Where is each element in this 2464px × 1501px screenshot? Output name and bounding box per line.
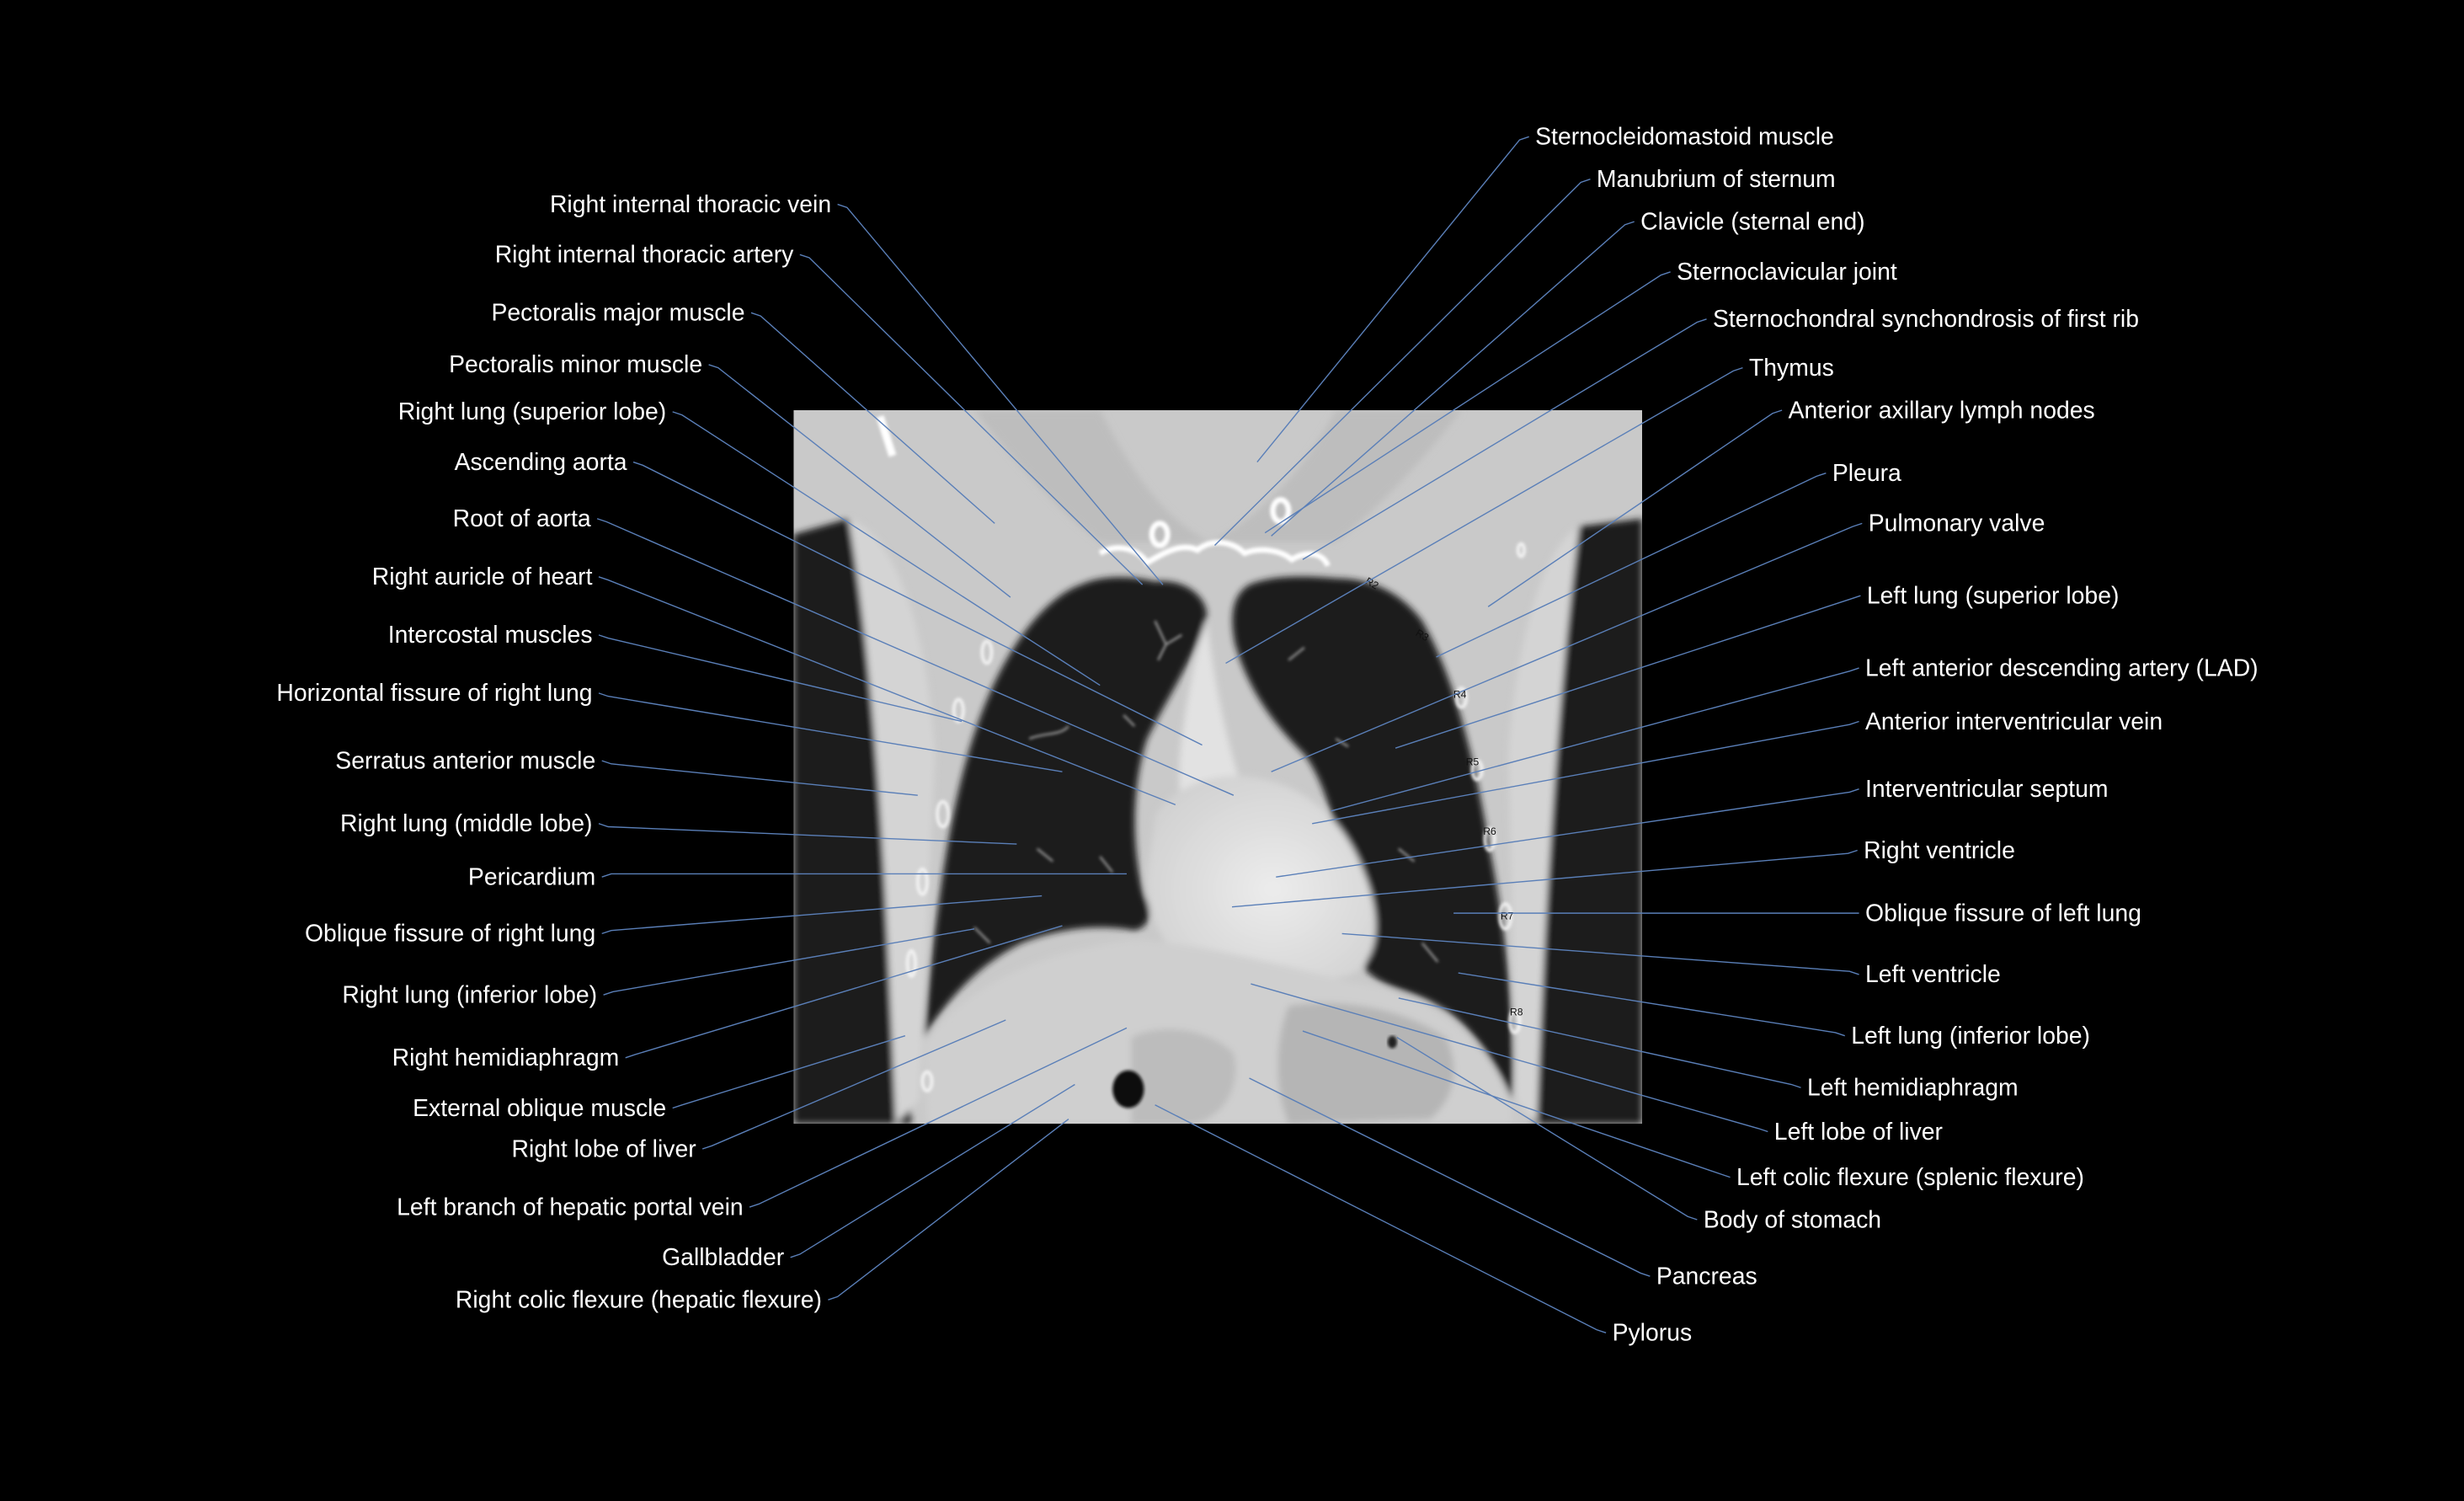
leader-line-sternochondral-synchondrosis-of-first-rib bbox=[1302, 318, 1707, 560]
label-anterior-interventricular-vein: Anterior interventricular vein bbox=[1865, 708, 2163, 735]
leader-line-left-branch-of-hepatic-portal-vein bbox=[749, 1027, 1128, 1208]
leader-line-right-ventricle bbox=[1231, 849, 1858, 908]
rib-marker-r7: R7 bbox=[1501, 911, 1514, 922]
label-gallbladder: Gallbladder bbox=[662, 1244, 784, 1271]
leader-line-left-ventricle bbox=[1341, 932, 1859, 975]
leader-line-right-hemidiaphragm bbox=[625, 925, 1063, 1059]
label-left-lung-inferior-lobe: Left lung (inferior lobe) bbox=[1851, 1023, 2090, 1050]
rib-marker-r8: R8 bbox=[1510, 1006, 1523, 1018]
label-anterior-axillary-lymph-nodes: Anterior axillary lymph nodes bbox=[1789, 397, 2095, 424]
leader-line-body-of-stomach bbox=[1396, 1036, 1698, 1221]
leader-line-pectoralis-minor-muscle bbox=[708, 364, 1011, 598]
leader-line-sternoclavicular-joint bbox=[1264, 271, 1671, 534]
label-right-lung-superior-lobe: Right lung (superior lobe) bbox=[398, 398, 666, 425]
leader-line-right-auricle-of-heart bbox=[598, 576, 1176, 806]
label-pericardium: Pericardium bbox=[468, 864, 595, 891]
label-left-lobe-of-liver: Left lobe of liver bbox=[1774, 1119, 1943, 1146]
label-pulmonary-valve: Pulmonary valve bbox=[1869, 510, 2045, 537]
label-clavicle-sternal-end: Clavicle (sternal end) bbox=[1640, 208, 1864, 235]
label-oblique-fissure-of-left-lung: Oblique fissure of left lung bbox=[1865, 900, 2141, 927]
leader-line-pancreas bbox=[1249, 1077, 1651, 1277]
leader-line-right-colic-flexure-hepatic-flexure bbox=[828, 1119, 1069, 1301]
leader-line-left-lung-superior-lobe bbox=[1395, 595, 1861, 749]
label-intercostal-muscles: Intercostal muscles bbox=[388, 622, 593, 649]
label-oblique-fissure-of-right-lung: Oblique fissure of right lung bbox=[305, 921, 595, 948]
leader-line-intercostal-muscles bbox=[598, 634, 963, 723]
label-right-lung-inferior-lobe: Right lung (inferior lobe) bbox=[342, 981, 597, 1008]
rib-marker-r6: R6 bbox=[1483, 825, 1496, 837]
label-pectoralis-minor-muscle: Pectoralis minor muscle bbox=[449, 351, 702, 378]
label-left-ventricle: Left ventricle bbox=[1865, 961, 2001, 988]
rib-marker-r3: R3 bbox=[1414, 627, 1432, 644]
label-manubrium-of-sternum: Manubrium of sternum bbox=[1597, 166, 1836, 193]
rib-marker-r5: R5 bbox=[1466, 756, 1480, 768]
leader-line-thymus bbox=[1225, 366, 1743, 665]
label-root-of-aorta: Root of aorta bbox=[453, 505, 591, 532]
label-horizontal-fissure-of-right-lung: Horizontal fissure of right lung bbox=[276, 680, 592, 707]
label-pancreas: Pancreas bbox=[1656, 1263, 1757, 1290]
label-left-hemidiaphragm: Left hemidiaphragm bbox=[1807, 1075, 2019, 1102]
leader-lines bbox=[596, 136, 1863, 1334]
leader-line-left-lobe-of-liver bbox=[1251, 983, 1768, 1133]
leader-line-serratus-anterior-muscle bbox=[601, 760, 918, 796]
label-right-hemidiaphragm: Right hemidiaphragm bbox=[392, 1044, 620, 1071]
label-ascending-aorta: Ascending aorta bbox=[455, 449, 627, 476]
leader-line-clavicle-sternal-end bbox=[1271, 221, 1635, 537]
label-right-ventricle: Right ventricle bbox=[1864, 837, 2015, 864]
label-thymus: Thymus bbox=[1749, 355, 1834, 382]
label-sternocleidomastoid-muscle: Sternocleidomastoid muscle bbox=[1535, 124, 1834, 151]
leader-line-right-lung-inferior-lobe bbox=[603, 928, 975, 996]
leader-line-left-anterior-descending-artery-lad bbox=[1331, 667, 1859, 812]
leader-line-right-internal-thoracic-artery bbox=[799, 254, 1144, 585]
leader-line-right-lung-middle-lobe bbox=[598, 823, 1017, 845]
leader-line-pectoralis-major-muscle bbox=[750, 312, 995, 524]
leader-line-pericardium bbox=[601, 873, 1127, 878]
label-pleura: Pleura bbox=[1832, 460, 1901, 487]
label-right-lobe-of-liver: Right lobe of liver bbox=[512, 1135, 696, 1162]
leader-line-right-internal-thoracic-vein bbox=[837, 203, 1164, 585]
label-pylorus: Pylorus bbox=[1613, 1320, 1693, 1347]
leader-line-left-colic-flexure-splenic-flexure bbox=[1302, 1030, 1731, 1178]
rib-marker-r4: R4 bbox=[1453, 688, 1467, 700]
leader-line-pylorus bbox=[1155, 1104, 1607, 1334]
label-left-lung-superior-lobe: Left lung (superior lobe) bbox=[1867, 583, 2120, 610]
label-interventricular-septum: Interventricular septum bbox=[1865, 776, 2108, 803]
leader-line-interventricular-septum bbox=[1276, 788, 1859, 878]
leader-line-anterior-interventricular-vein bbox=[1312, 720, 1859, 825]
label-pectoralis-major-muscle: Pectoralis major muscle bbox=[491, 300, 744, 327]
label-right-lung-middle-lobe: Right lung (middle lobe) bbox=[340, 810, 593, 837]
leader-line-root-of-aorta bbox=[596, 518, 1235, 796]
label-sternochondral-synchondrosis-of-first-rib: Sternochondral synchondrosis of first ri… bbox=[1713, 306, 2139, 333]
leader-line-manubrium-of-sternum bbox=[1213, 179, 1591, 546]
leader-line-oblique-fissure-of-right-lung bbox=[601, 895, 1043, 935]
label-serratus-anterior-muscle: Serratus anterior muscle bbox=[335, 747, 595, 774]
label-sternoclavicular-joint: Sternoclavicular joint bbox=[1677, 259, 1897, 286]
leader-line-anterior-axillary-lymph-nodes bbox=[1487, 409, 1783, 607]
leader-line-gallbladder bbox=[790, 1083, 1075, 1258]
label-left-branch-of-hepatic-portal-vein: Left branch of hepatic portal vein bbox=[397, 1194, 743, 1221]
leader-line-left-hemidiaphragm bbox=[1398, 997, 1801, 1088]
label-right-colic-flexure-hepatic-flexure: Right colic flexure (hepatic flexure) bbox=[456, 1286, 822, 1313]
leader-line-sternocleidomastoid-muscle bbox=[1256, 136, 1529, 463]
leader-line-pulmonary-valve bbox=[1271, 522, 1863, 772]
leader-line-left-lung-inferior-lobe bbox=[1458, 972, 1845, 1037]
leader-line-right-lobe-of-liver bbox=[701, 1019, 1006, 1150]
leader-line-pleura bbox=[1436, 472, 1827, 658]
label-right-internal-thoracic-vein: Right internal thoracic vein bbox=[550, 191, 831, 218]
label-right-internal-thoracic-artery: Right internal thoracic artery bbox=[495, 242, 794, 269]
label-external-oblique-muscle: External oblique muscle bbox=[413, 1095, 666, 1122]
leader-line-ascending-aorta bbox=[632, 461, 1203, 746]
rib-marker-r2: R2 bbox=[1363, 575, 1381, 592]
label-body-of-stomach: Body of stomach bbox=[1704, 1206, 1881, 1233]
label-right-auricle-of-heart: Right auricle of heart bbox=[372, 564, 593, 590]
leader-line-horizontal-fissure-of-right-lung bbox=[598, 692, 1063, 772]
leader-line-external-oblique-muscle bbox=[672, 1035, 906, 1109]
label-left-colic-flexure-splenic-flexure: Left colic flexure (splenic flexure) bbox=[1736, 1164, 2084, 1191]
leader-line-right-lung-superior-lobe bbox=[672, 411, 1101, 686]
label-left-anterior-descending-artery-lad: Left anterior descending artery (LAD) bbox=[1865, 654, 2259, 681]
